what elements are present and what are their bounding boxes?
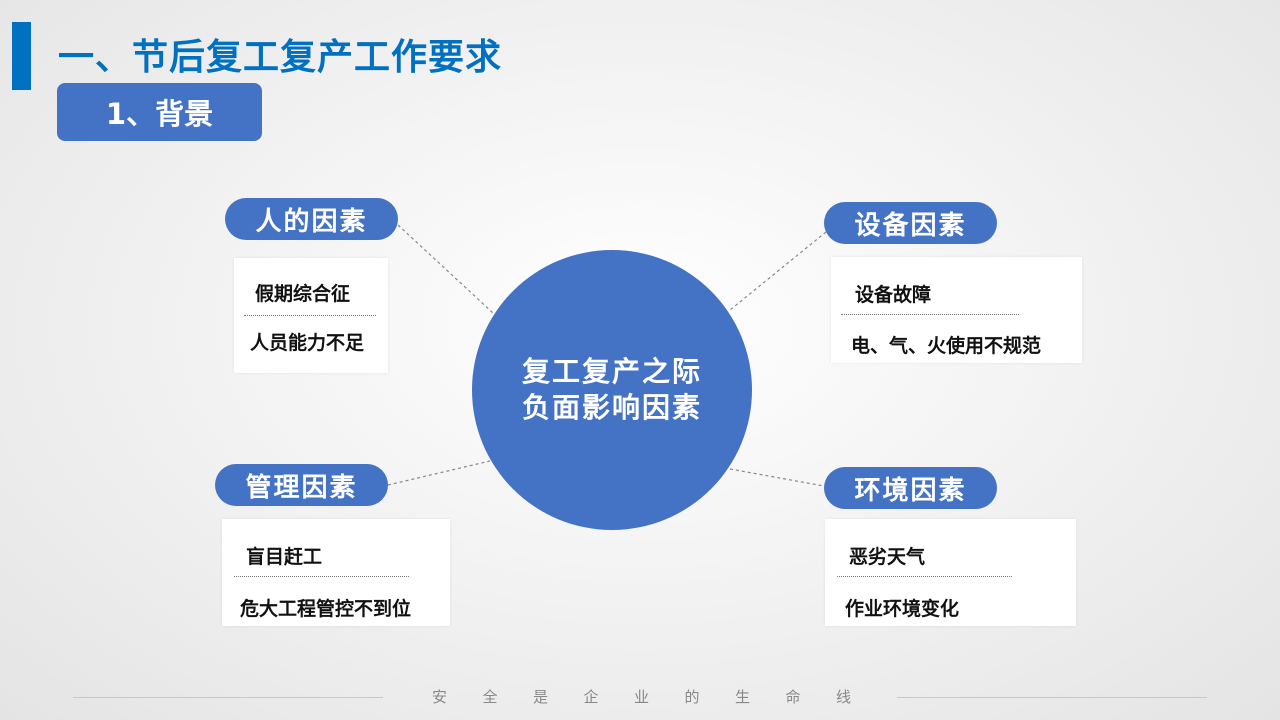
page-title: 一、节后复工复产工作要求 bbox=[58, 37, 503, 78]
footer-slogan: 安全是企业的生命线 bbox=[432, 688, 887, 706]
list-item: 人员能力不足 bbox=[250, 332, 365, 354]
footer-line-left bbox=[73, 697, 383, 698]
divider bbox=[234, 576, 409, 577]
factor-box-people: 假期综合征 人员能力不足 bbox=[234, 258, 388, 373]
connector-management bbox=[387, 460, 491, 486]
connector-people bbox=[397, 224, 494, 314]
factor-pill-management: 管理因素 bbox=[215, 464, 388, 506]
list-item: 假期综合征 bbox=[255, 283, 351, 305]
list-item: 作业环境变化 bbox=[845, 598, 960, 620]
divider bbox=[841, 314, 1019, 315]
factor-box-management: 盲目赶工 危大工程管控不到位 bbox=[222, 519, 450, 626]
factor-box-equipment: 设备故障 电、气、火使用不规范 bbox=[831, 257, 1082, 363]
list-item: 恶劣天气 bbox=[849, 546, 926, 568]
footer-line-right bbox=[897, 697, 1207, 698]
list-item: 危大工程管控不到位 bbox=[240, 598, 412, 620]
factor-pill-equipment: 设备因素 bbox=[824, 202, 997, 244]
list-item: 盲目赶工 bbox=[246, 546, 323, 568]
factor-pill-environment: 环境因素 bbox=[824, 467, 997, 509]
title-accent-bar bbox=[12, 22, 31, 90]
connector-equipment bbox=[729, 231, 827, 311]
center-circle: 复工复产之际 负面影响因素 bbox=[472, 250, 752, 530]
list-item: 设备故障 bbox=[855, 284, 932, 306]
center-line-2: 负面影响因素 bbox=[521, 391, 702, 424]
divider bbox=[244, 315, 376, 316]
center-line-1: 复工复产之际 bbox=[521, 355, 702, 388]
list-item: 电、气、火使用不规范 bbox=[851, 335, 1042, 357]
factor-pill-people: 人的因素 bbox=[225, 198, 398, 240]
divider bbox=[837, 576, 1012, 577]
factor-box-environment: 恶劣天气 作业环境变化 bbox=[825, 519, 1076, 626]
section-badge: 1、背景 bbox=[57, 83, 262, 141]
connector-environment bbox=[729, 468, 825, 487]
